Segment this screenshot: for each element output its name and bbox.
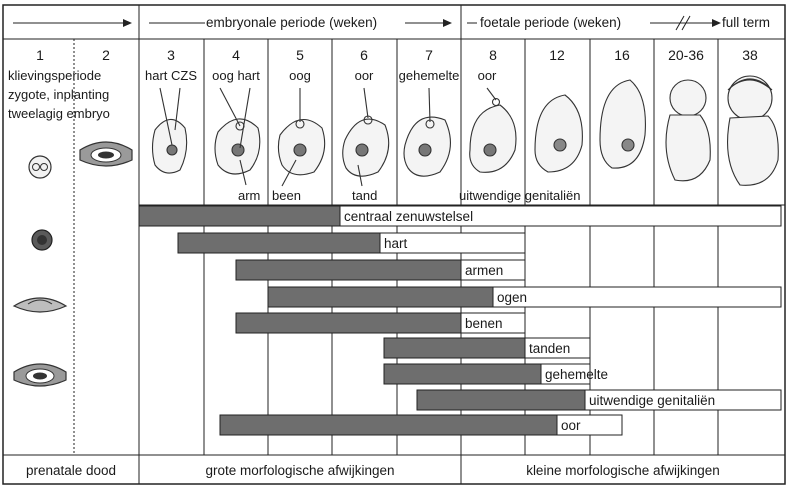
bar-dark-segment xyxy=(384,364,541,384)
week-number-38: 38 xyxy=(742,47,758,63)
bar-tanden: tanden xyxy=(384,338,590,358)
embryo-week7-illustration xyxy=(404,88,450,176)
fetus-week20-36-illustration xyxy=(666,80,710,181)
fetus-week12-illustration xyxy=(535,95,582,172)
stage-labels: klievingsperiode zygote, inplanting twee… xyxy=(8,68,497,121)
embryo-week6-illustration xyxy=(343,88,389,186)
stage-label-cleavage: klievingsperiode xyxy=(8,68,101,83)
bar-label: benen xyxy=(465,316,503,331)
blastocyst-illustration xyxy=(14,298,66,312)
bar-dark-segment xyxy=(417,390,585,410)
bar-dark-segment xyxy=(178,233,380,253)
organ-label-been: been xyxy=(272,188,301,203)
week-number-3: 3 xyxy=(167,47,175,63)
week-number-7: 7 xyxy=(425,47,433,63)
bar-dark-segment xyxy=(236,260,461,280)
week-number-12: 12 xyxy=(549,47,565,63)
footer-labels: prenatale dood grote morfologische afwij… xyxy=(26,463,720,478)
bar-label: centraal zenuwstelsel xyxy=(344,209,473,224)
fetus-week38-illustration xyxy=(728,76,779,185)
bar-dark-segment xyxy=(220,415,557,435)
organ-label-arm: arm xyxy=(238,188,260,203)
stage-label-week5: oog xyxy=(289,68,311,83)
bar-centraal-zenuwstelsel: centraal zenuwstelsel xyxy=(139,206,781,226)
bar-armen: armen xyxy=(236,260,525,280)
embryo-week3-illustration xyxy=(153,88,187,173)
bar-uitwendige-genitaliën: uitwendige genitaliën xyxy=(417,390,781,410)
stage-label-implantation: zygote, inplanting xyxy=(8,87,109,102)
fetus-week16-illustration xyxy=(600,80,645,168)
full-term-label: full term xyxy=(722,15,770,30)
bar-label: tanden xyxy=(529,341,570,356)
week-number-8: 8 xyxy=(489,47,497,63)
stage-label-week8: oor xyxy=(478,68,497,83)
week-number-2: 2 xyxy=(102,47,110,63)
organ-labels: arm been tand uitwendige genitaliën xyxy=(238,188,580,203)
bar-gehemelte: gehemelte xyxy=(384,364,608,384)
stage-label-week3: hart CZS xyxy=(145,68,197,83)
footer-minor-anomalies: kleine morfologische afwijkingen xyxy=(526,463,720,478)
bar-label: armen xyxy=(465,263,503,278)
bar-label: ogen xyxy=(497,290,527,305)
week-number-20-36: 20-36 xyxy=(668,47,704,63)
bar-ogen: ogen xyxy=(268,287,781,307)
week-number-6: 6 xyxy=(360,47,368,63)
footer-prenatal-death: prenatale dood xyxy=(26,463,116,478)
week-number-16: 16 xyxy=(614,47,630,63)
week-number-1: 1 xyxy=(36,47,44,63)
stage-label-bilaminar: tweelagig embryo xyxy=(8,106,110,121)
bar-dark-segment xyxy=(139,206,340,226)
stage-label-week7: gehemelte xyxy=(399,68,460,83)
week-number-4: 4 xyxy=(232,47,240,63)
zygote-illustration xyxy=(29,156,51,178)
embryonal-period-label: embryonale periode (weken) xyxy=(206,15,377,30)
bar-label: gehemelte xyxy=(545,367,608,382)
bar-dark-segment xyxy=(268,287,493,307)
week2-implantation-illustration xyxy=(80,142,132,166)
bar-benen: benen xyxy=(236,313,525,333)
embryo-week4-illustration xyxy=(215,88,260,185)
bar-label: uitwendige genitaliën xyxy=(589,393,715,408)
organ-label-genitalia: uitwendige genitaliën xyxy=(459,188,580,203)
sensitivity-bars: centraal zenuwstelsel hart armen ogen benen t… xyxy=(139,206,781,435)
morula-illustration xyxy=(32,230,52,250)
organ-label-tand: tand xyxy=(352,188,377,203)
bar-label: hart xyxy=(384,236,408,251)
embryo-week5-illustration xyxy=(278,88,324,186)
stage-label-week6: oor xyxy=(355,68,374,83)
stage-label-week4: oog hart xyxy=(212,68,260,83)
footer-major-anomalies: grote morfologische afwijkingen xyxy=(205,463,394,478)
implantation-illustration xyxy=(14,364,66,386)
week-number-5: 5 xyxy=(296,47,304,63)
embryo-week8-illustration xyxy=(470,88,516,172)
bar-oor: oor xyxy=(220,415,622,435)
bar-label: oor xyxy=(561,418,581,433)
bar-dark-segment xyxy=(236,313,461,333)
fetal-period-label: foetale periode (weken) xyxy=(480,15,621,30)
bar-hart: hart xyxy=(178,233,525,253)
bar-dark-segment xyxy=(384,338,525,358)
